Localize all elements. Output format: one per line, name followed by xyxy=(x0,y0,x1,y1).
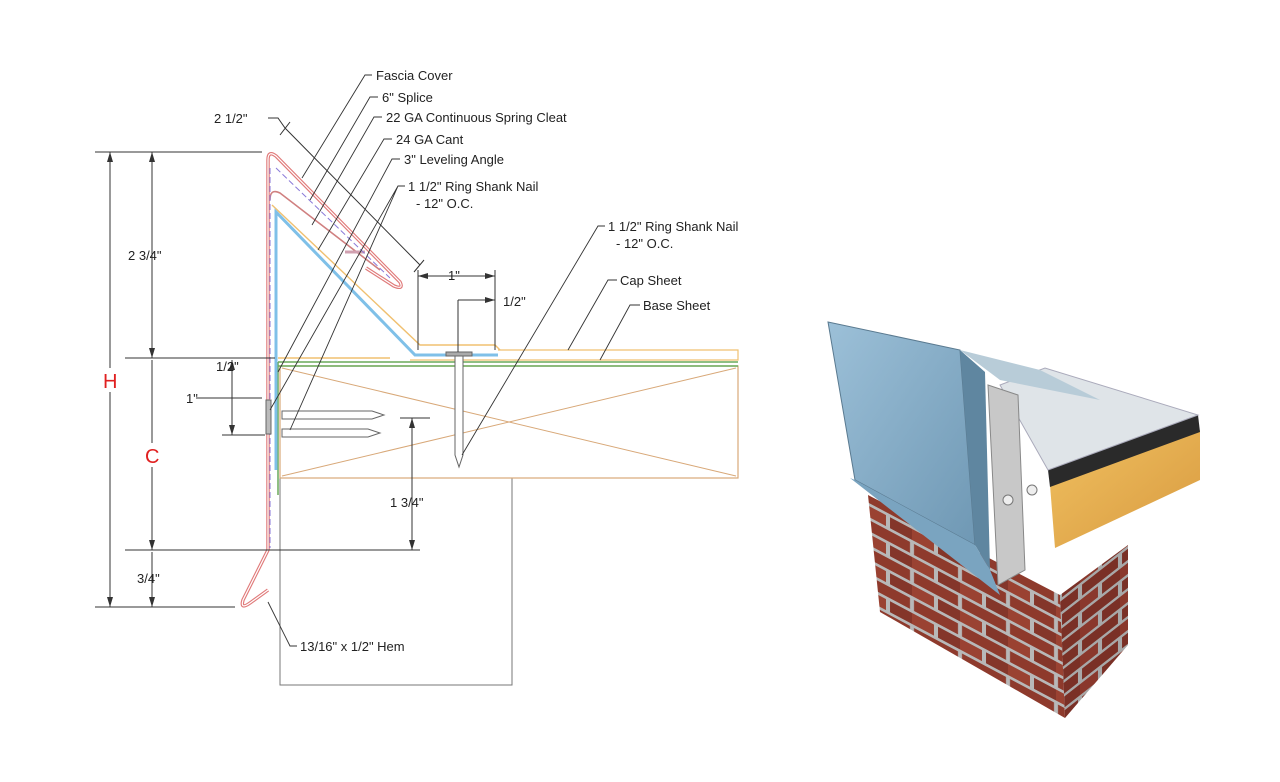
fascia-cover-label: Fascia Cover xyxy=(376,68,453,83)
spring-cleat-label: 22 GA Continuous Spring Cleat xyxy=(386,110,567,125)
brick-wall-side xyxy=(1060,545,1128,718)
dim-flat-half: 1/2" xyxy=(503,294,526,309)
nail1-spacing-label: - 12" O.C. xyxy=(416,196,473,211)
vertical-nail xyxy=(445,351,473,469)
dimension-lines xyxy=(95,117,496,608)
cant-label: 24 GA Cant xyxy=(396,132,464,147)
splice-label: 6" Splice xyxy=(382,90,433,105)
dim-upper-height: 2 3/4" xyxy=(128,248,162,263)
leader-lines xyxy=(267,74,640,647)
nail2-label: 1 1/2" Ring Shank Nail xyxy=(608,219,738,234)
leveling-angle-label: 3" Leveling Angle xyxy=(404,152,504,167)
dim-H: H xyxy=(103,371,117,393)
brick-wall-front xyxy=(868,495,1065,718)
dim-slope-width: 2 1/2" xyxy=(214,111,248,126)
base-sheet xyxy=(277,361,738,495)
dim-left-one: 1" xyxy=(186,391,198,406)
horizontal-nails xyxy=(265,399,386,438)
dim-C: C xyxy=(145,446,159,468)
cleat-3d xyxy=(987,384,1026,586)
dim-lower: 3/4" xyxy=(137,571,160,586)
cap-sheet-label: Cap Sheet xyxy=(620,273,682,288)
nail1-label: 1 1/2" Ring Shank Nail xyxy=(408,179,538,194)
base-sheet-label: Base Sheet xyxy=(643,298,711,313)
dim-left-half: 1/2" xyxy=(216,359,239,374)
hem-label: 13/16" x 1/2" Hem xyxy=(300,639,405,654)
isometric-illustration xyxy=(827,321,1200,718)
wood-nailer-3d xyxy=(1050,430,1200,548)
nail2-spacing-label: - 12" O.C. xyxy=(616,236,673,251)
cap-sheet xyxy=(410,349,739,361)
wood-nailer xyxy=(279,365,739,479)
dim-flat-1: 1" xyxy=(448,268,460,283)
dim-nail-drop: 1 3/4" xyxy=(390,495,424,510)
